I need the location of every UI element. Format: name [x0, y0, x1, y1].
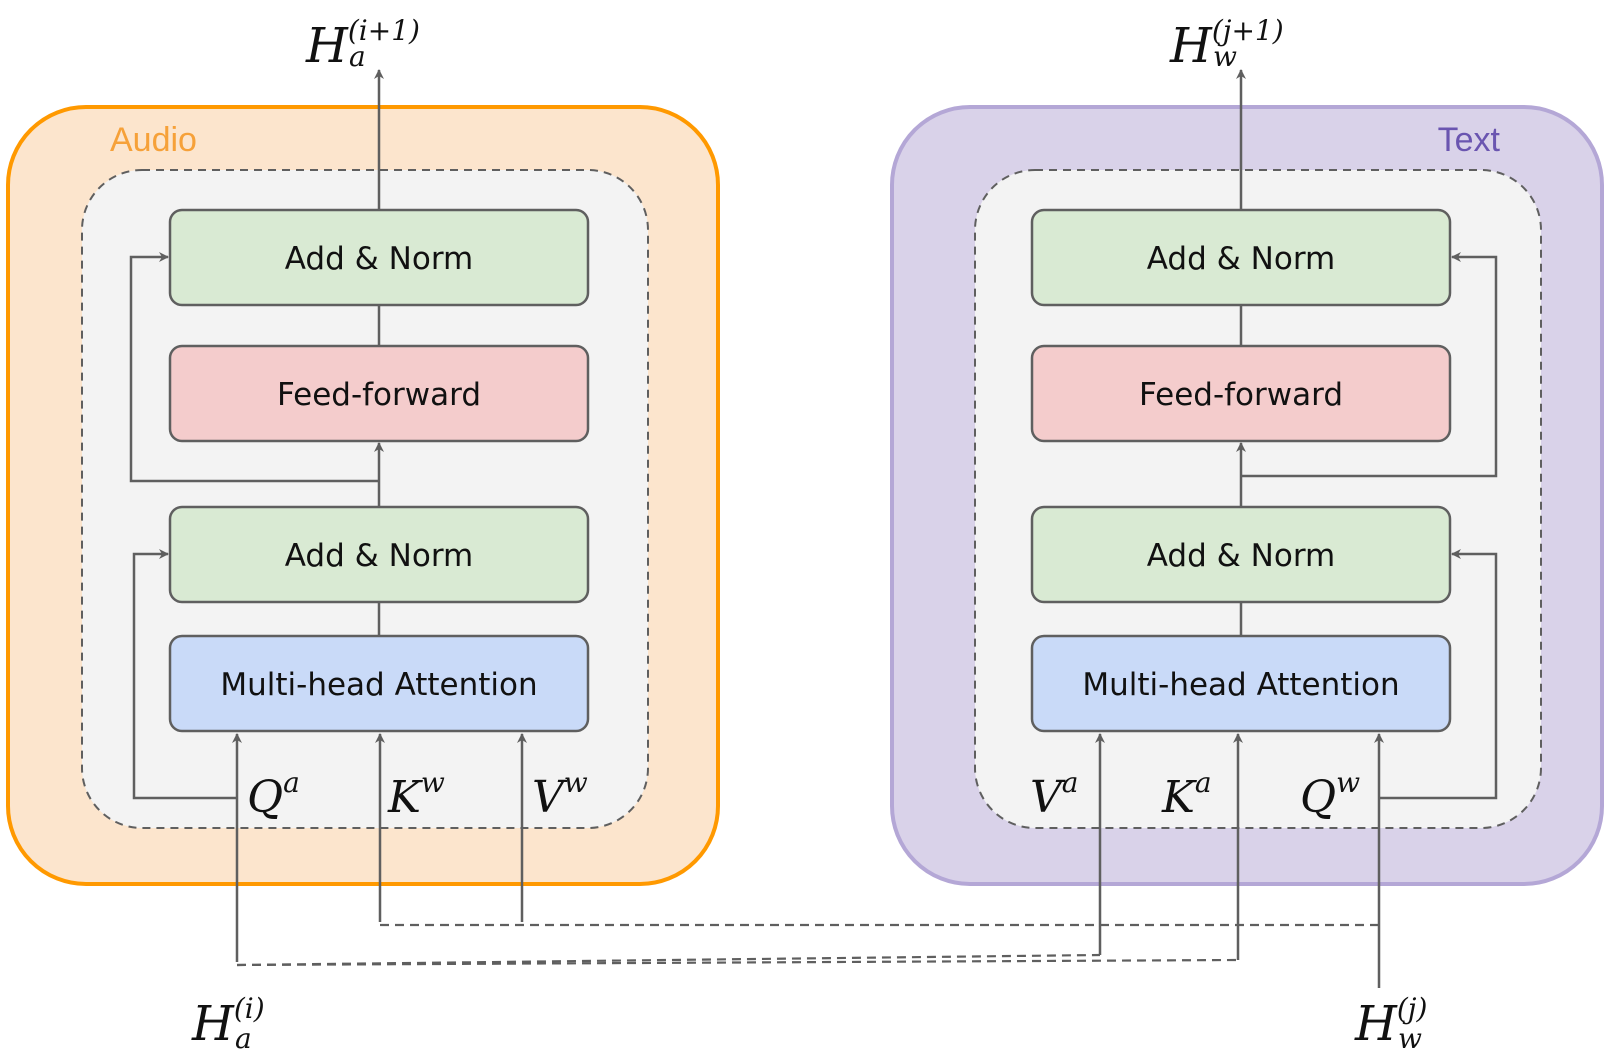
audio-source-sub: a — [235, 1022, 252, 1055]
audio-source-label: H(i) — [191, 992, 265, 1052]
text-source-label: H(j) — [1354, 992, 1427, 1052]
text-k-label: Ka — [1161, 766, 1212, 823]
text-v-label: Va — [1030, 766, 1078, 823]
audio-source-to-text-v-dashed — [236, 953, 1101, 967]
text-feed-forward-label: Feed-forward — [1139, 377, 1343, 413]
text-add-norm-bottom-label: Add & Norm — [1147, 538, 1335, 574]
text-module: Text Add & Norm Feed-forward Add & Norm … — [890, 69, 1604, 988]
text-q-label: Qw — [1300, 766, 1360, 823]
audio-module: Audio Add & Norm Feed-forward Add & Norm… — [6, 69, 720, 962]
audio-residual-top-arrow — [129, 252, 379, 483]
audio-attention-label: Multi-head Attention — [220, 667, 537, 703]
audio-module-label: Audio — [110, 121, 197, 159]
audio-output-sub: a — [349, 40, 366, 73]
audio-feed-forward-label: Feed-forward — [277, 377, 481, 413]
text-output-sub: w — [1213, 40, 1237, 73]
audio-v-label: Vw — [532, 766, 588, 823]
text-source-sub: w — [1398, 1022, 1422, 1055]
audio-k-label: Kw — [387, 766, 445, 823]
text-output-label: H(j+1) — [1169, 14, 1284, 74]
text-module-label: Text — [1438, 121, 1501, 159]
audio-output-label: H(i+1) — [305, 14, 420, 74]
audio-add-norm-top-label: Add & Norm — [285, 241, 473, 277]
audio-residual-bottom-arrow — [132, 549, 237, 800]
text-add-norm-top-label: Add & Norm — [1147, 241, 1335, 277]
text-attention-label: Multi-head Attention — [1082, 667, 1399, 703]
text-residual-bottom-arrow — [1379, 549, 1498, 800]
audio-add-norm-bottom-label: Add & Norm — [285, 538, 473, 574]
audio-q-label: Qa — [247, 766, 300, 823]
text-residual-top-arrow — [1241, 252, 1498, 478]
